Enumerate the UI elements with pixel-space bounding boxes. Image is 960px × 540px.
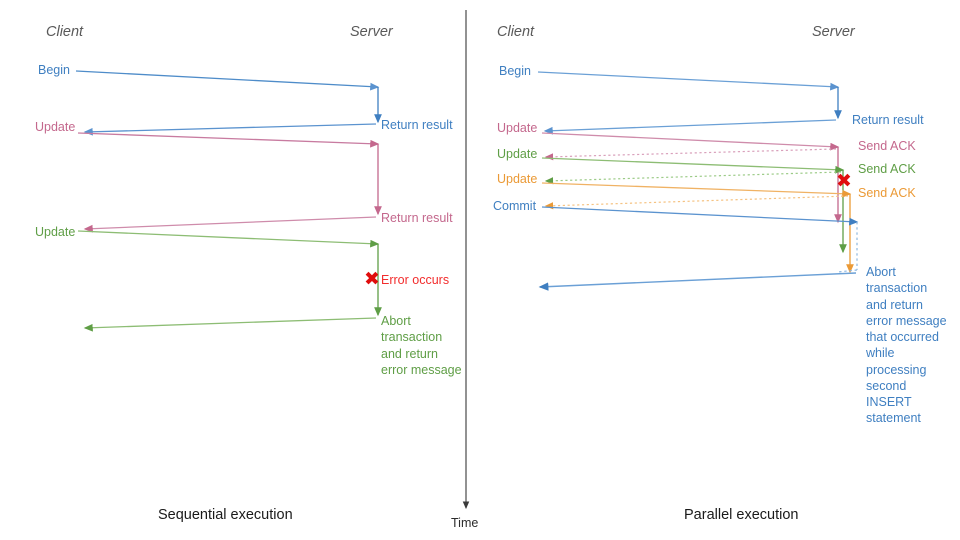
right-label-commit: Commit [493,199,537,213]
arrow-update-2 [77,230,382,317]
right-label-begin: Begin [499,64,531,78]
arrow-update-2-parallel [541,157,847,254]
arrow-update-1 [77,132,382,216]
right-label-send-ack-3: Send ACK [858,186,916,200]
right-client-header: Client [497,24,535,40]
arrow-update-3-parallel [541,182,854,274]
arrow-send-ack-2 [544,171,842,185]
right-server-header: Server [812,24,855,40]
right-label-return-result: Return result [852,113,924,127]
left-label-return-result-1: Return result [381,118,453,132]
left-label-return-result-2: Return result [381,211,453,225]
arrow-abort-sequential [83,317,377,332]
left-label-abort-block: Abort transaction and return error messa… [381,314,462,377]
arrow-abort-parallel [538,272,857,291]
left-label-error-occurs: Error occurs [381,273,450,287]
left-server-header: Server [350,24,393,40]
right-label-send-ack-2: Send ACK [858,162,916,176]
arrow-send-ack-1 [544,148,837,161]
arrow-commit [541,206,859,273]
error-x-icon-parallel: ✖ [836,171,852,192]
right-label-send-ack-1: Send ACK [858,139,916,153]
left-label-update-1: Update [35,120,76,134]
left-label-update-2: Update [35,225,76,239]
right-label-update-1: Update [497,121,538,135]
arrow-return-result-parallel [543,119,837,135]
arrow-update-1-parallel [541,132,842,224]
left-label-begin: Begin [38,63,70,77]
left-caption: Sequential execution [158,507,293,523]
right-label-update-2: Update [497,147,538,161]
left-client-header: Client [46,24,84,40]
error-x-icon-sequential: ✖ [364,269,380,290]
right-label-update-3: Update [497,172,538,186]
panel-parallel-arrows [537,71,859,291]
arrow-begin [75,70,382,124]
right-caption: Parallel execution [684,507,799,523]
panel-sequential-arrows [75,70,382,332]
time-axis-label: Time [451,516,479,530]
right-label-abort-block: Abort transaction and return error messa… [866,265,947,426]
arrow-return-result-2 [83,216,377,233]
arrow-send-ack-3 [544,195,849,210]
arrow-begin-parallel [537,71,842,120]
arrow-return-result-1 [83,123,377,136]
